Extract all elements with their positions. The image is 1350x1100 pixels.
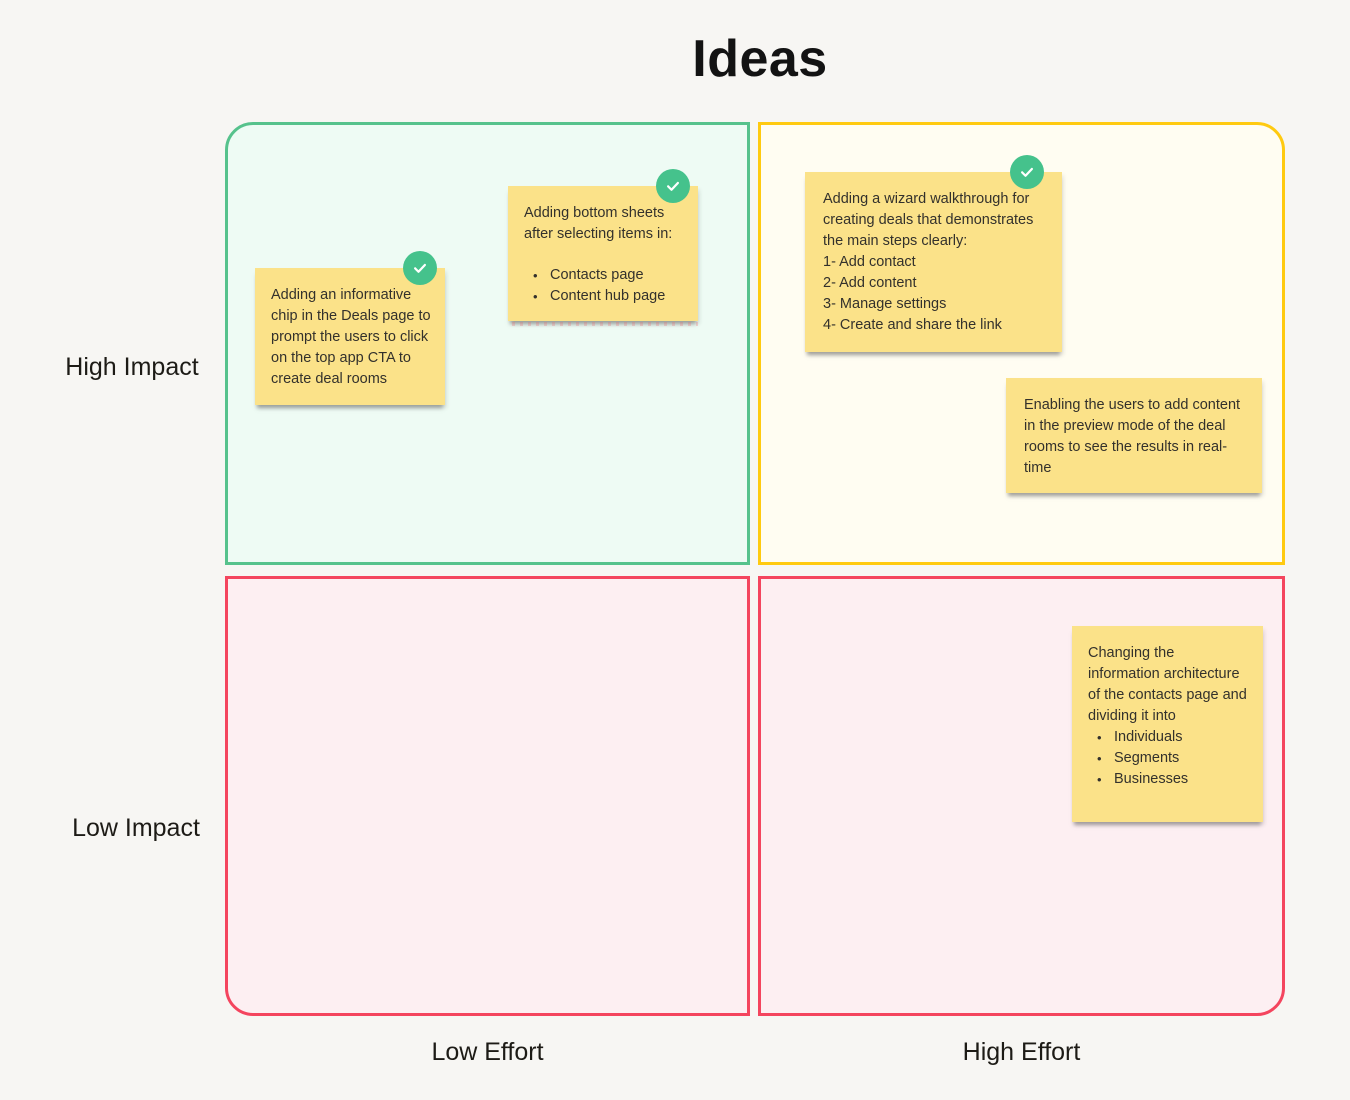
- note-bullet-text: Contacts page: [550, 267, 644, 283]
- clipped-text-artifact: [512, 322, 698, 326]
- bullet-dot: •: [1097, 730, 1102, 745]
- note-text: 2- Add content: [823, 275, 917, 291]
- note-body: Enabling the users to add content in the…: [1024, 395, 1248, 479]
- note-text: Adding an informative chip in the Deals …: [271, 287, 431, 387]
- note-text: Changing the information architecture of…: [1088, 645, 1247, 724]
- note-bullet: • Segments: [1088, 748, 1249, 769]
- note-body: Adding an informative chip in the Deals …: [271, 285, 431, 390]
- note-text: 3- Manage settings: [823, 296, 947, 312]
- quadrant-low-impact-low-effort[interactable]: [225, 576, 750, 1016]
- note-text: 4- Create and share the link: [823, 317, 1002, 333]
- checkmark-icon[interactable]: [1010, 155, 1044, 189]
- note-bullet: • Businesses: [1088, 769, 1249, 790]
- note-bullet-text: Content hub page: [550, 288, 666, 304]
- axis-label-high-effort: High Effort: [962, 1038, 1081, 1066]
- page-title: Ideas: [692, 30, 828, 88]
- note-bullet-text: Segments: [1114, 750, 1180, 766]
- sticky-note-bottom-sheets[interactable]: Adding bottom sheets after selecting ite…: [508, 169, 698, 321]
- note-bullet: • Contacts page: [524, 265, 684, 286]
- sticky-note-contacts-ia[interactable]: Changing the information architecture of…: [1072, 626, 1263, 822]
- bullet-dot: •: [1097, 772, 1102, 787]
- bullet-dot: •: [533, 268, 538, 283]
- note-text: Enabling the users to add content in the…: [1024, 397, 1241, 476]
- sticky-note-preview-mode-content[interactable]: Enabling the users to add content in the…: [1006, 378, 1262, 493]
- checkmark-icon[interactable]: [403, 251, 437, 285]
- axis-label-low-impact: Low Impact: [72, 814, 200, 842]
- note-bullet-text: Businesses: [1114, 771, 1189, 787]
- sticky-note-informative-chip[interactable]: Adding an informative chip in the Deals …: [255, 251, 445, 405]
- note-body: Adding bottom sheets after selecting ite…: [524, 203, 684, 307]
- note-body: Changing the information architecture of…: [1088, 643, 1249, 790]
- note-spacer: [524, 245, 684, 265]
- sticky-note-wizard-walkthrough[interactable]: Adding a wizard walkthrough for creating…: [805, 155, 1062, 352]
- note-bullet: • Content hub page: [524, 286, 684, 307]
- axis-label-low-effort: Low Effort: [431, 1038, 544, 1066]
- axis-label-high-impact: High Impact: [65, 353, 199, 381]
- note-text: 1- Add contact: [823, 254, 916, 270]
- note-text: Adding bottom sheets after selecting ite…: [524, 205, 673, 242]
- note-bullet-text: Individuals: [1114, 729, 1183, 745]
- note-bullet: • Individuals: [1088, 727, 1249, 748]
- note-body: Adding a wizard walkthrough for creating…: [823, 189, 1048, 336]
- bullet-dot: •: [1097, 751, 1102, 766]
- checkmark-icon[interactable]: [656, 169, 690, 203]
- note-text: Adding a wizard walkthrough for creating…: [823, 191, 1034, 249]
- bullet-dot: •: [533, 289, 538, 304]
